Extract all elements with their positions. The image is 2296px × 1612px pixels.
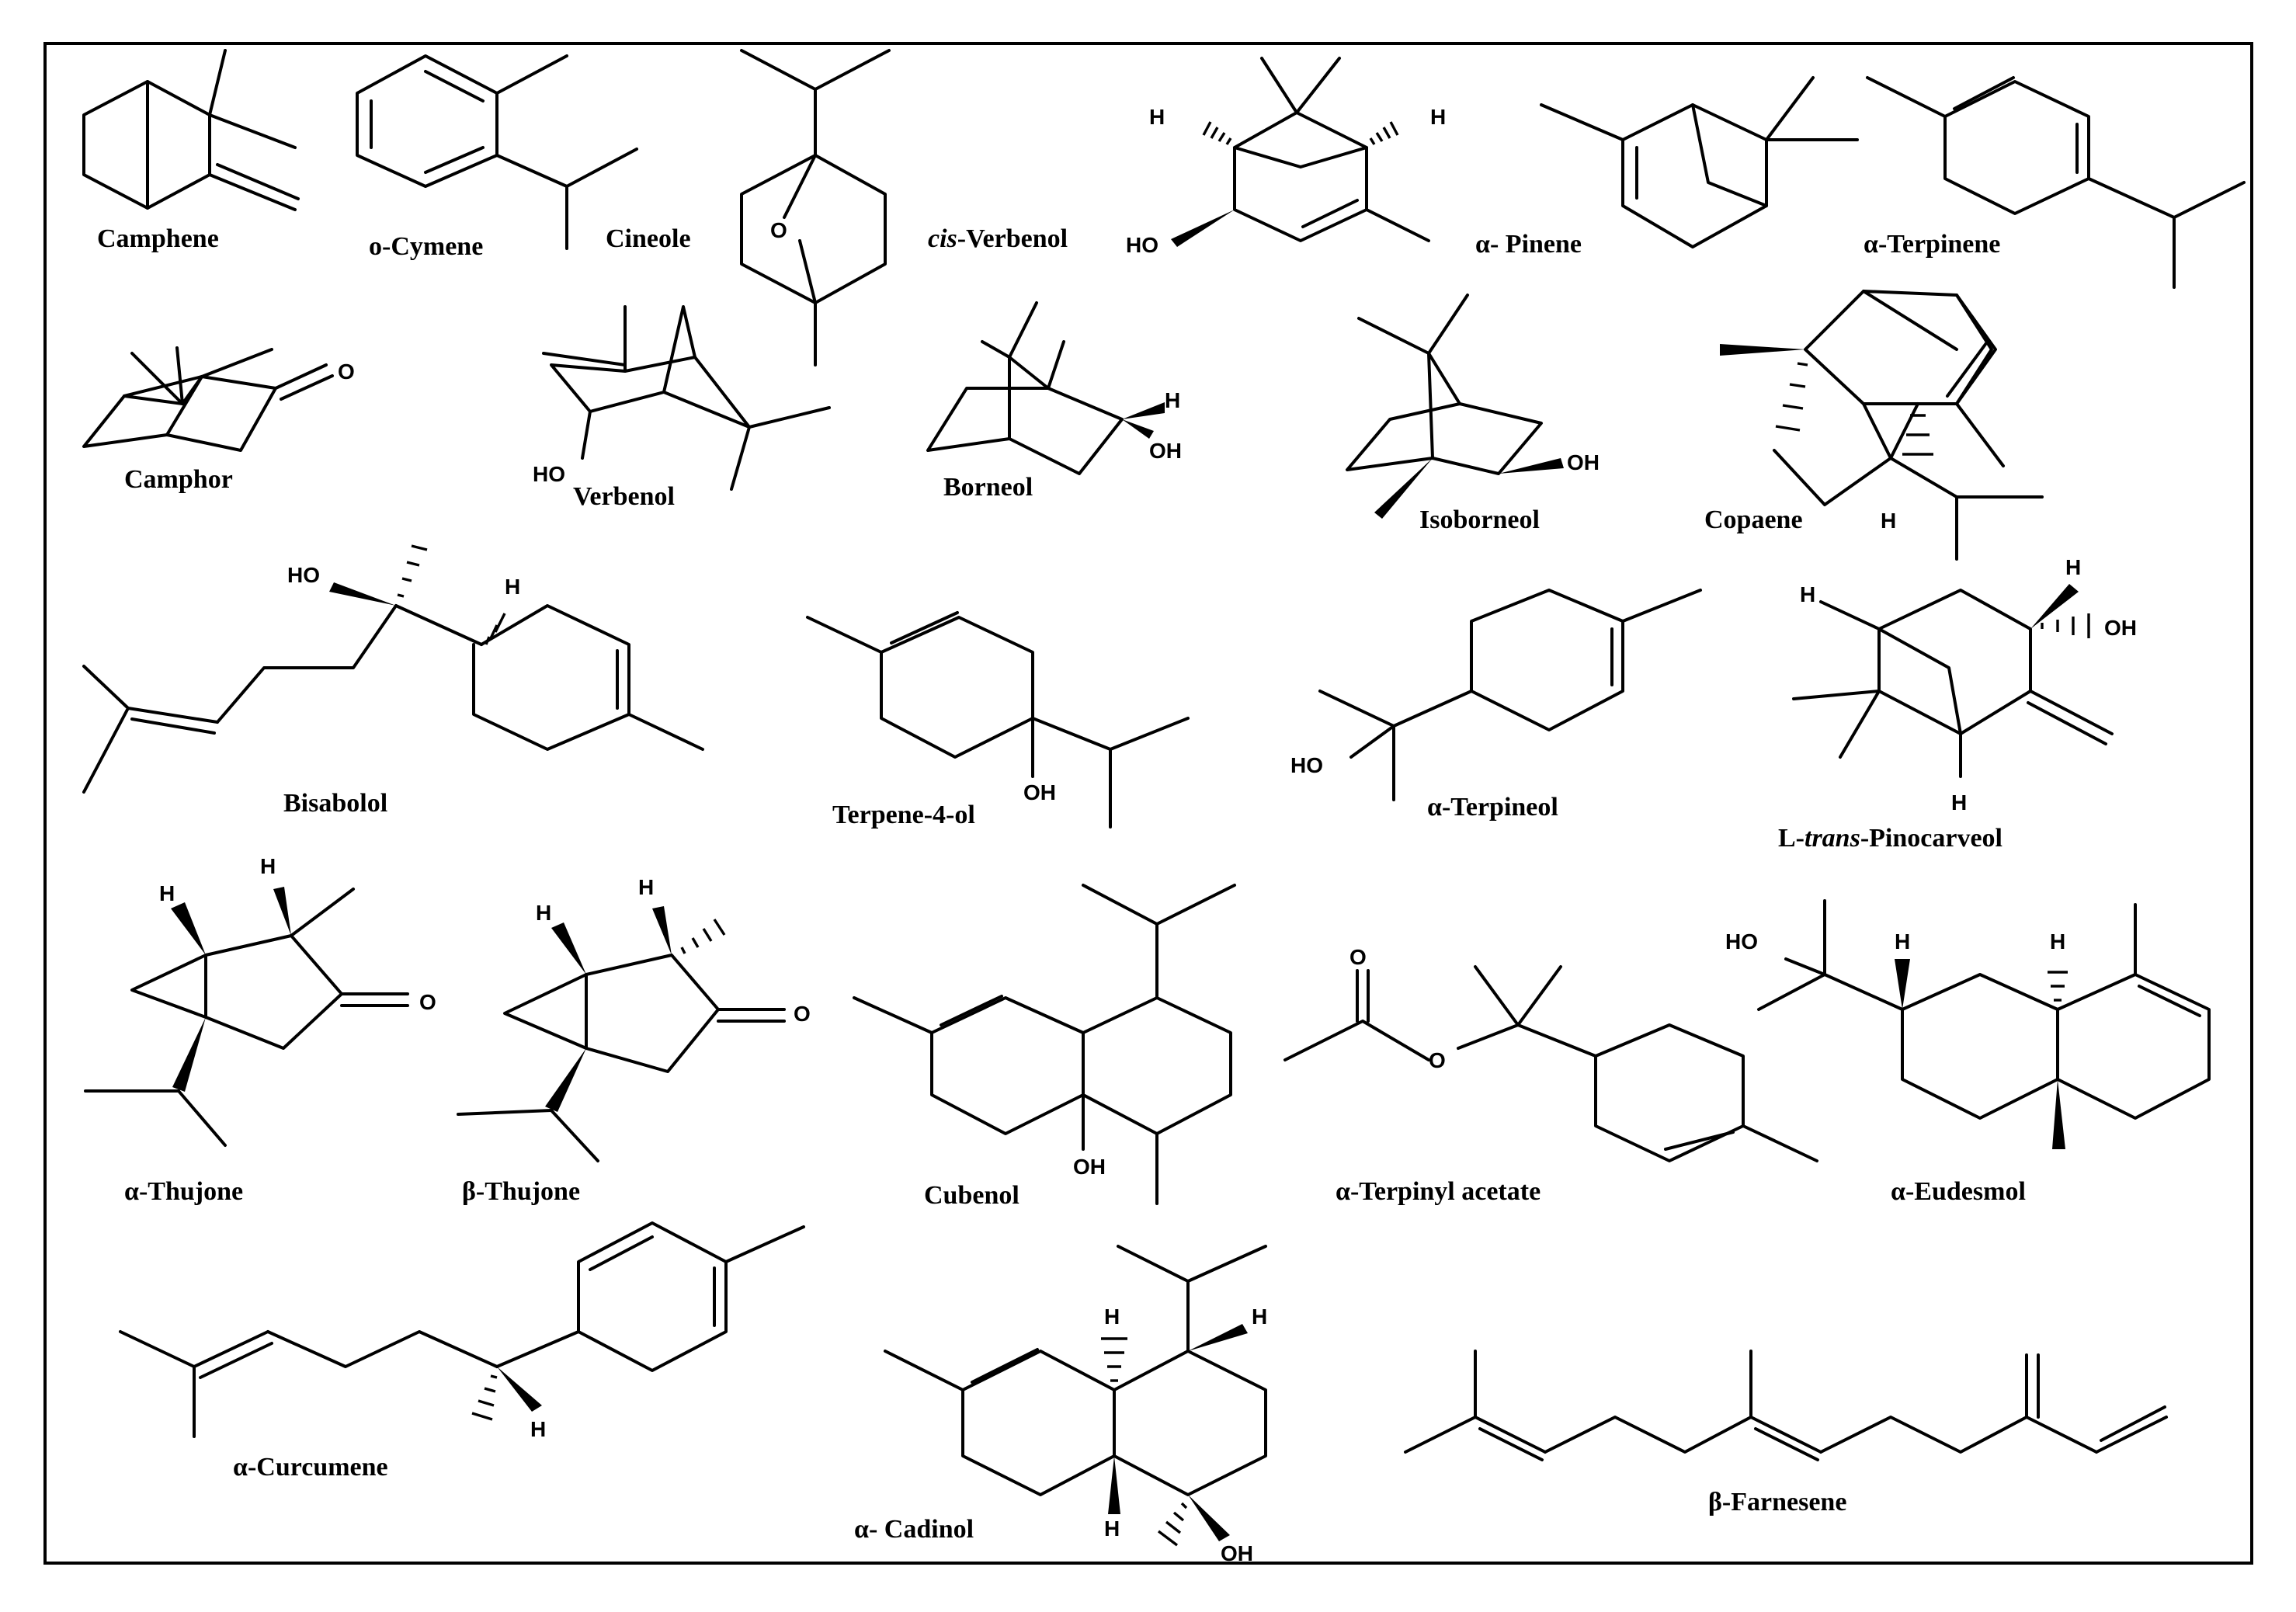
- alpha-cadinol-h-right: H: [1252, 1305, 1267, 1329]
- label-alpha-curcumene: α-Curcumene: [233, 1453, 388, 1482]
- label-isoborneol: Isoborneol: [1419, 505, 1540, 534]
- copaene-h: H: [1881, 509, 1896, 533]
- alpha-cadinol-oh: OH: [1221, 1541, 1253, 1565]
- label-cis-verbenol: cis-Verbenol: [928, 224, 1068, 253]
- label-alpha-terpinyl-acetate: α-Terpinyl acetate: [1336, 1177, 1541, 1206]
- structure-beta-thujone: [457, 906, 786, 1162]
- structure-copaene: [1720, 290, 2044, 561]
- alpha-thujone-oxygen: O: [419, 990, 436, 1014]
- structure-alpha-pinene: [1540, 76, 1859, 248]
- structure-l-trans-pinocarveol: [1792, 584, 2114, 778]
- structure-cubenol: [853, 884, 1236, 1205]
- structure-alpha-cadinol: [884, 1245, 1267, 1547]
- alpha-curcumene-h: H: [530, 1417, 546, 1441]
- pinocarveol-h-top: H: [2065, 555, 2081, 579]
- beta-thujone-h-left: H: [536, 901, 551, 925]
- alpha-eudesmol-h-left: H: [1895, 929, 1910, 954]
- pinocarveol-h-bottom: H: [1951, 790, 1967, 815]
- label-beta-farnesene: β-Farnesene: [1708, 1488, 1846, 1516]
- label-cubenol: Cubenol: [924, 1181, 1019, 1210]
- cis-verbenol-oh: HO: [1126, 233, 1158, 257]
- pinocarveol-oh: OH: [2104, 616, 2137, 640]
- structure-cis-verbenol: [1171, 57, 1430, 247]
- label-alpha-terpinene: α-Terpinene: [1864, 230, 2000, 259]
- structure-camphor: [82, 346, 334, 452]
- label-verbenol: Verbenol: [573, 482, 675, 511]
- label-pinocarveol-prefix: trans: [1804, 824, 1860, 853]
- label-o-cymene: o-Cymene: [369, 232, 483, 261]
- structure-camphene: [82, 49, 300, 211]
- label-alpha-thujone: α-Thujone: [124, 1177, 243, 1206]
- label-cis-verbenol-prefix: cis: [928, 224, 957, 253]
- label-camphor: Camphor: [124, 465, 233, 494]
- label-bisabolol: Bisabolol: [283, 789, 387, 818]
- structure-alpha-terpineol: [1318, 589, 1702, 801]
- structure-alpha-curcumene: [119, 1221, 805, 1438]
- label-l-trans-pinocarveol: L-trans-Pinocarveol: [1778, 824, 2002, 853]
- structure-cineole: [740, 49, 891, 367]
- label-alpha-cadinol: α- Cadinol: [854, 1515, 974, 1544]
- structure-beta-farnesene: [1404, 1350, 2168, 1461]
- label-pinocarveol-lead: L-: [1778, 824, 1804, 853]
- bisabolol-h: H: [505, 575, 520, 599]
- alpha-cadinol-h-top: H: [1104, 1305, 1120, 1329]
- label-cis-verbenol-rest: -Verbenol: [957, 224, 1068, 253]
- terpinyl-acetate-carbonyl-o: O: [1349, 945, 1367, 969]
- label-terpene-4-ol: Terpene-4-ol: [832, 801, 975, 829]
- pinocarveol-h-left: H: [1800, 582, 1815, 606]
- verbenol-oh: HO: [533, 462, 565, 486]
- label-alpha-pinene: α- Pinene: [1475, 230, 1582, 259]
- cubenol-oh: OH: [1073, 1155, 1106, 1179]
- structure-o-cymene: [356, 54, 638, 250]
- structure-terpene-4-ol: [806, 611, 1190, 829]
- label-alpha-terpineol: α-Terpineol: [1427, 793, 1558, 822]
- bisabolol-oh: HO: [287, 563, 320, 587]
- alpha-eudesmol-h-right: H: [2050, 929, 2065, 954]
- terpinyl-acetate-ester-o: O: [1429, 1048, 1446, 1072]
- alpha-thujone-h-right: H: [260, 854, 276, 878]
- alpha-cadinol-h-bottom: H: [1104, 1516, 1120, 1541]
- structure-alpha-terpinene: [1866, 76, 2246, 289]
- label-alpha-eudesmol: α-Eudesmol: [1891, 1177, 2026, 1206]
- alpha-eudesmol-oh: HO: [1725, 929, 1758, 954]
- alpha-thujone-h-left: H: [159, 881, 175, 905]
- label-beta-thujone: β-Thujone: [462, 1177, 580, 1206]
- alpha-terpineol-oh: HO: [1290, 753, 1323, 777]
- beta-thujone-oxygen: O: [794, 1002, 811, 1026]
- label-borneol: Borneol: [943, 473, 1033, 502]
- cis-verbenol-h-left: H: [1149, 105, 1165, 129]
- camphor-oxygen: O: [338, 360, 355, 384]
- structure-bisabolol: [82, 544, 704, 794]
- cineole-oxygen: O: [770, 218, 787, 242]
- label-pinocarveol-rest: -Pinocarveol: [1860, 824, 2002, 853]
- terpene-4-ol-oh: OH: [1023, 780, 1056, 804]
- beta-thujone-h-right: H: [638, 875, 654, 899]
- structure-alpha-eudesmol: [1757, 899, 2211, 1149]
- figure-frame: [43, 42, 2253, 1565]
- structure-isoborneol: [1346, 294, 1564, 519]
- cis-verbenol-h-right: H: [1430, 105, 1446, 129]
- structure-borneol: [926, 301, 1165, 475]
- borneol-oh: OH: [1149, 439, 1182, 463]
- structure-alpha-thujone: [84, 887, 409, 1147]
- label-camphene: Camphene: [97, 224, 219, 253]
- label-cineole: Cineole: [606, 224, 691, 253]
- structure-alpha-terpinyl-acetate: [1283, 965, 1818, 1162]
- label-copaene: Copaene: [1704, 505, 1803, 534]
- isoborneol-oh: OH: [1567, 450, 1600, 474]
- borneol-h: H: [1165, 388, 1180, 412]
- structure-verbenol: [542, 305, 831, 491]
